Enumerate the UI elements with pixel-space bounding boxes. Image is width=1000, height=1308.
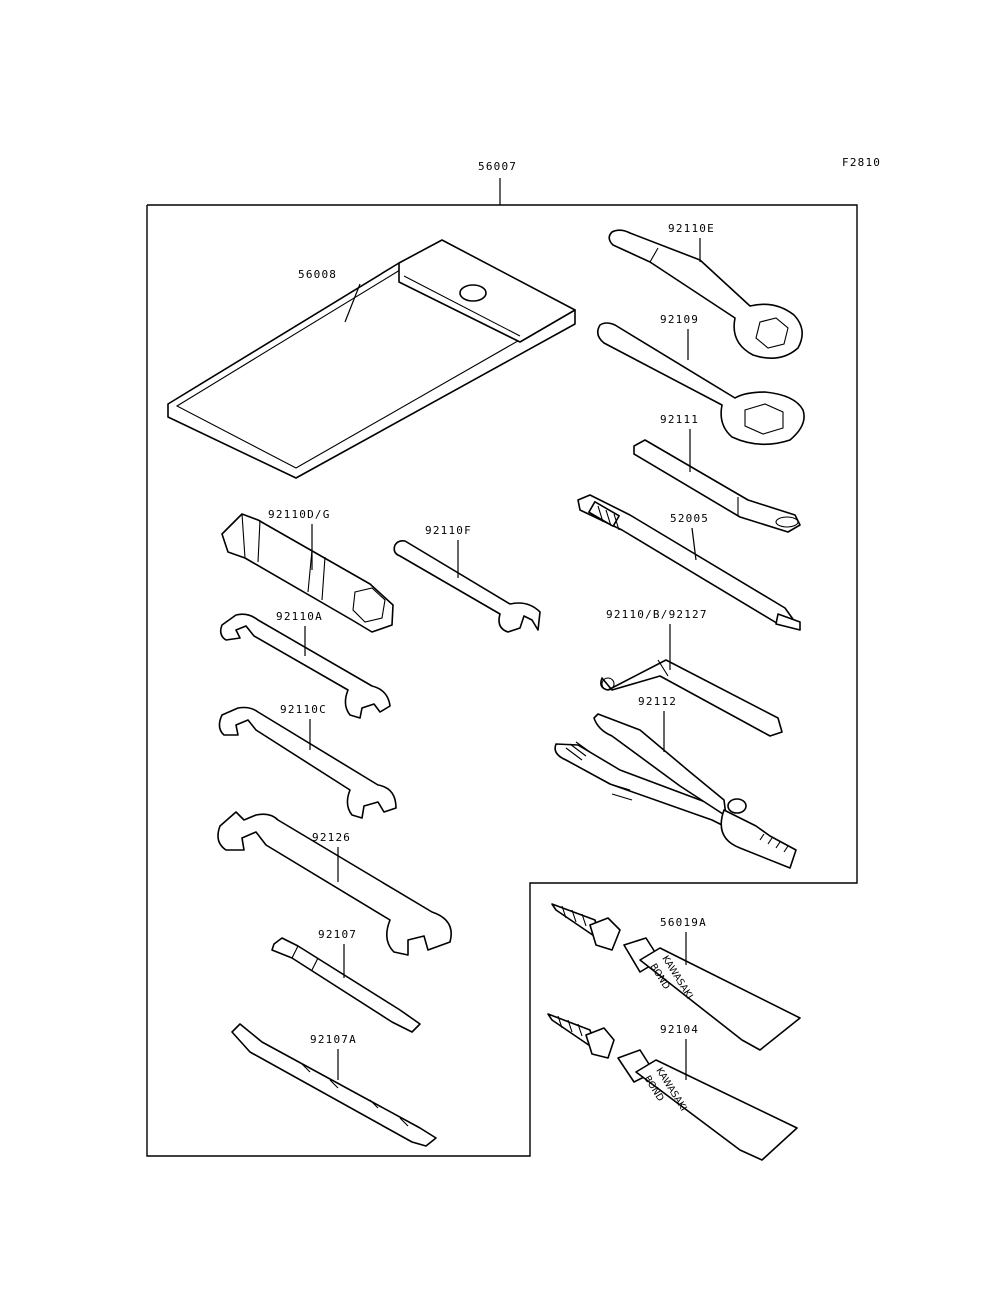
hex-key — [600, 659, 783, 737]
screwdriver-bit — [271, 937, 421, 1033]
double-open-wrench-a — [219, 613, 391, 719]
ring-wrench-large — [596, 322, 805, 446]
figure-code: F2810 — [842, 156, 881, 169]
kit-frame — [146, 204, 858, 1157]
part-label-92109: 92109 — [660, 313, 699, 326]
tire-pressure-gauge — [577, 494, 801, 631]
part-label-92126: 92126 — [312, 831, 351, 844]
part-label-92110DG: 92110D/G — [268, 508, 331, 521]
part-label-56019A: 56019A — [660, 916, 707, 929]
screwdriver-grip — [231, 1023, 437, 1147]
part-label-92104: 92104 — [660, 1023, 699, 1036]
part-label-92110C: 92110C — [280, 703, 327, 716]
pliers — [554, 713, 797, 869]
assembly-part-number: 56007 — [478, 160, 517, 173]
double-open-wrench-large — [217, 811, 452, 956]
pliers-pivot — [727, 798, 747, 814]
ring-wrench-small — [608, 229, 803, 360]
part-label-92110BG: 92110/B/92127 — [606, 608, 708, 621]
extension-bar — [633, 439, 801, 533]
part-label-52005: 52005 — [670, 512, 709, 525]
part-label-92110F: 92110F — [425, 524, 472, 537]
pouch-snap-button — [459, 284, 487, 302]
part-label-56008: 56008 — [298, 268, 337, 281]
leader-56008 — [344, 283, 361, 323]
open-wrench-small — [393, 540, 541, 633]
leader-52005 — [691, 527, 697, 561]
part-label-92112: 92112 — [638, 695, 677, 708]
part-label-92107: 92107 — [318, 928, 357, 941]
part-label-92110E: 92110E — [668, 222, 715, 235]
part-label-92107A: 92107A — [310, 1033, 357, 1046]
double-open-wrench-c — [218, 706, 397, 819]
part-label-92111: 92111 — [660, 413, 699, 426]
part-label-92110A: 92110A — [276, 610, 323, 623]
tool-pouch — [167, 239, 576, 479]
plug-wrench — [221, 513, 394, 633]
